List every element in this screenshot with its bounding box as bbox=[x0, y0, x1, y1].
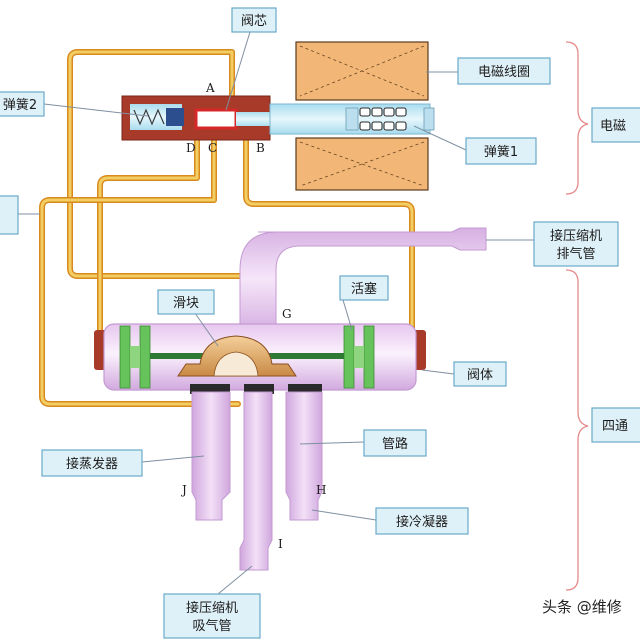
letter-c: C bbox=[208, 141, 217, 155]
callout-condenser: 接冷凝器 bbox=[375, 507, 469, 535]
label-coil: 电磁线圈 bbox=[478, 65, 530, 80]
outlet-pipes bbox=[191, 391, 323, 571]
right-braces bbox=[565, 41, 589, 591]
callout-evaporator: 接蒸发器 bbox=[41, 449, 143, 477]
callout-spring2: 弹簧2 bbox=[0, 91, 45, 117]
callout-coil: 电磁线圈 bbox=[457, 57, 551, 85]
label-evaporator: 接蒸发器 bbox=[66, 456, 118, 472]
label-slider: 滑块 bbox=[173, 296, 199, 311]
callout-left-edge bbox=[0, 195, 19, 235]
label-spring2: 弹簧2 bbox=[3, 97, 37, 113]
letter-d: D bbox=[186, 141, 196, 155]
discharge-pipe bbox=[239, 227, 487, 331]
solenoid-coil bbox=[295, 41, 429, 191]
label-compressor-discharge-2: 排气管 bbox=[556, 246, 595, 262]
label-compressor-discharge-1: 接压缩机 bbox=[550, 228, 602, 244]
callout-valve-core: 阀芯 bbox=[231, 7, 277, 33]
label-pipeline: 管路 bbox=[382, 436, 408, 452]
callout-electro-right: 电磁 bbox=[591, 107, 640, 143]
label-piston: 活塞 bbox=[351, 281, 377, 297]
watermark-text: 头条 @维修 bbox=[542, 598, 622, 616]
label-valve-core: 阀芯 bbox=[241, 14, 267, 29]
label-condenser: 接冷凝器 bbox=[396, 514, 448, 530]
watermark: 头条 @维修 bbox=[542, 598, 622, 616]
callout-compressor-suction: 接压缩机 吸气管 bbox=[163, 593, 261, 639]
capillary-pipes bbox=[39, 49, 415, 407]
pilot-valve bbox=[121, 95, 435, 141]
callout-four-way: 四通 bbox=[591, 407, 640, 443]
label-four-way: 四通 bbox=[602, 419, 628, 434]
callout-piston: 活塞 bbox=[339, 275, 389, 301]
callout-spring1: 弹簧1 bbox=[465, 137, 537, 165]
letter-h: H bbox=[316, 483, 326, 497]
port-letters: A B C D G H I J bbox=[180, 81, 326, 551]
label-compressor-suction-2: 吸气管 bbox=[192, 618, 231, 634]
label-spring1: 弹簧1 bbox=[484, 144, 518, 160]
label-compressor-suction-1: 接压缩机 bbox=[186, 600, 238, 616]
callout-compressor-discharge: 接压缩机 排气管 bbox=[533, 221, 619, 267]
letter-b: B bbox=[256, 141, 265, 155]
letter-j: J bbox=[180, 483, 187, 497]
letter-i: I bbox=[278, 537, 283, 551]
label-valve-body: 阀体 bbox=[467, 368, 493, 383]
letter-g: G bbox=[282, 307, 292, 321]
callout-pipeline: 管路 bbox=[363, 429, 427, 457]
callout-slider: 滑块 bbox=[157, 289, 215, 315]
label-electro-right: 电磁 bbox=[600, 119, 626, 134]
slider-block bbox=[177, 335, 297, 377]
callout-valve-body: 阀体 bbox=[453, 361, 507, 387]
letter-a: A bbox=[205, 81, 215, 95]
